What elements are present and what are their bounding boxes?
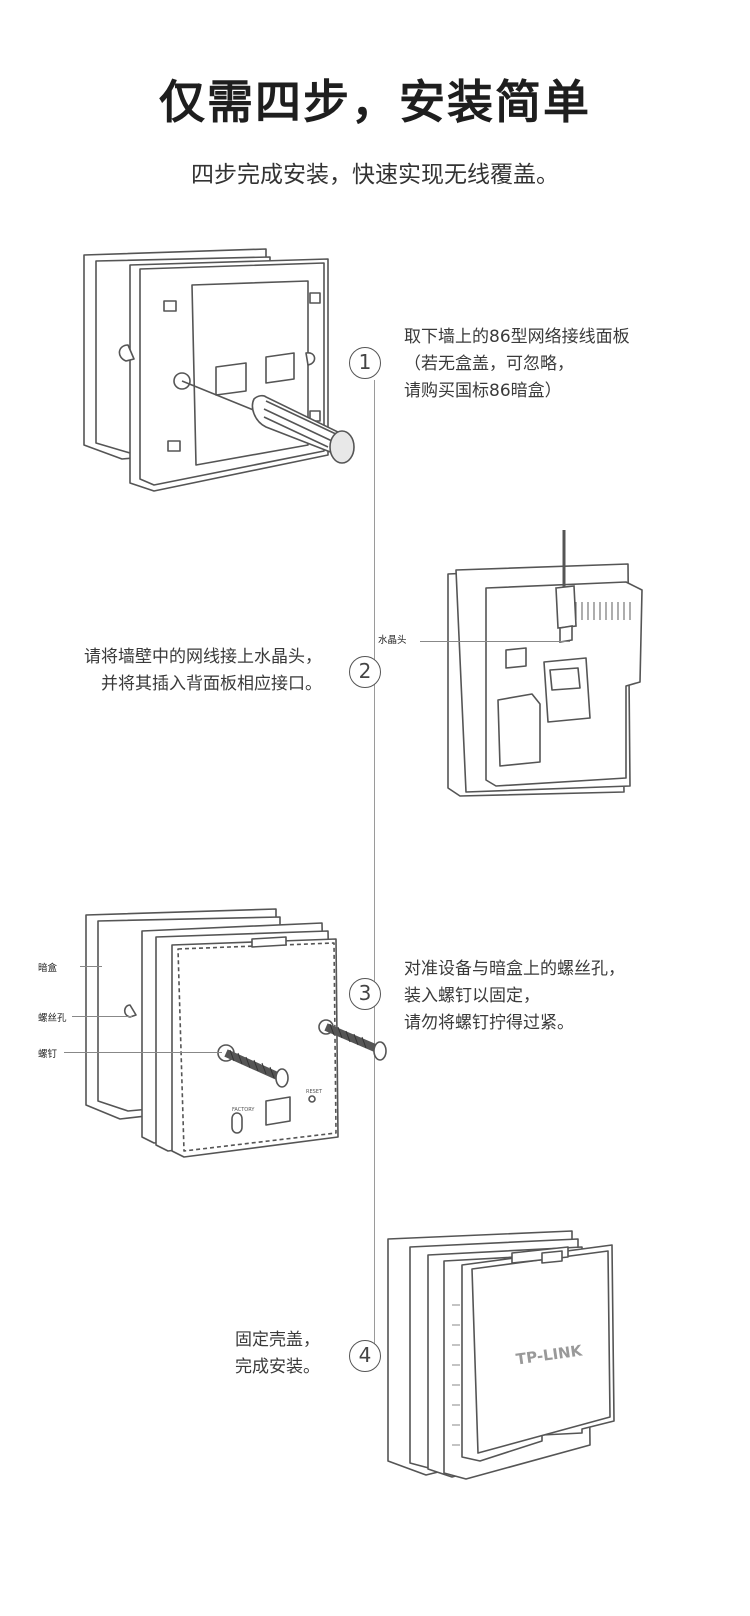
factory-label: FACTORY: [232, 1107, 255, 1113]
step-4-line: 固定壳盖，: [235, 1330, 320, 1350]
page-subtitle: 四步完成安装，快速实现无线覆盖。: [191, 162, 559, 188]
step-1-line: 请购买国标86暗盒）: [404, 381, 562, 401]
step-2-number: 2: [349, 656, 381, 688]
step-2-line: 并将其插入背面板相应接口。: [101, 674, 322, 694]
step-1-number: 1: [349, 347, 381, 379]
step4-illustration: TP-LINK: [387, 1230, 615, 1480]
rj45-connector-label: 水晶头: [378, 635, 407, 646]
step-3-line: 对准设备与暗盒上的螺丝孔，: [404, 959, 625, 979]
step-2-description: 请将墙壁中的网线接上水晶头， 并将其插入背面板相应接口。: [40, 644, 322, 698]
step3-illustration: FACTORY RESET: [85, 908, 387, 1158]
screw-hole-leader: [72, 1016, 132, 1017]
step-3-line: 装入螺钉以固定，: [404, 986, 540, 1006]
timeline-line: [374, 380, 375, 1345]
page-title: 仅需四步，安装简单: [159, 75, 591, 129]
step-1-description: 取下墙上的86型网络接线面板 （若无盒盖，可忽略， 请购买国标86暗盒）: [404, 324, 630, 405]
step-3-line: 请勿将螺钉拧得过紧。: [404, 1013, 574, 1033]
step-4-number: 4: [349, 1340, 381, 1372]
reset-label: RESET: [306, 1089, 323, 1095]
wall-box-leader: [80, 966, 102, 967]
step2-illustration: [447, 530, 643, 797]
step-1-line: 取下墙上的86型网络接线面板: [404, 327, 630, 347]
rj45-connector-leader: [420, 641, 570, 642]
step-3-description: 对准设备与暗盒上的螺丝孔， 装入螺钉以固定， 请勿将螺钉拧得过紧。: [404, 956, 625, 1037]
step-4-description: 固定壳盖， 完成安装。: [200, 1327, 320, 1381]
step-3-number: 3: [349, 978, 381, 1010]
step-4-line: 完成安装。: [235, 1357, 320, 1377]
step1-illustration: [83, 248, 355, 492]
screw-label: 螺钉: [38, 1049, 58, 1060]
wall-box-label: 暗盒: [38, 963, 58, 974]
step-2-line: 请将墙壁中的网线接上水晶头，: [84, 647, 322, 667]
screw-leader: [64, 1052, 222, 1053]
screw-hole-label: 螺丝孔: [38, 1013, 67, 1024]
step-1-line: （若无盒盖，可忽略，: [404, 354, 574, 374]
